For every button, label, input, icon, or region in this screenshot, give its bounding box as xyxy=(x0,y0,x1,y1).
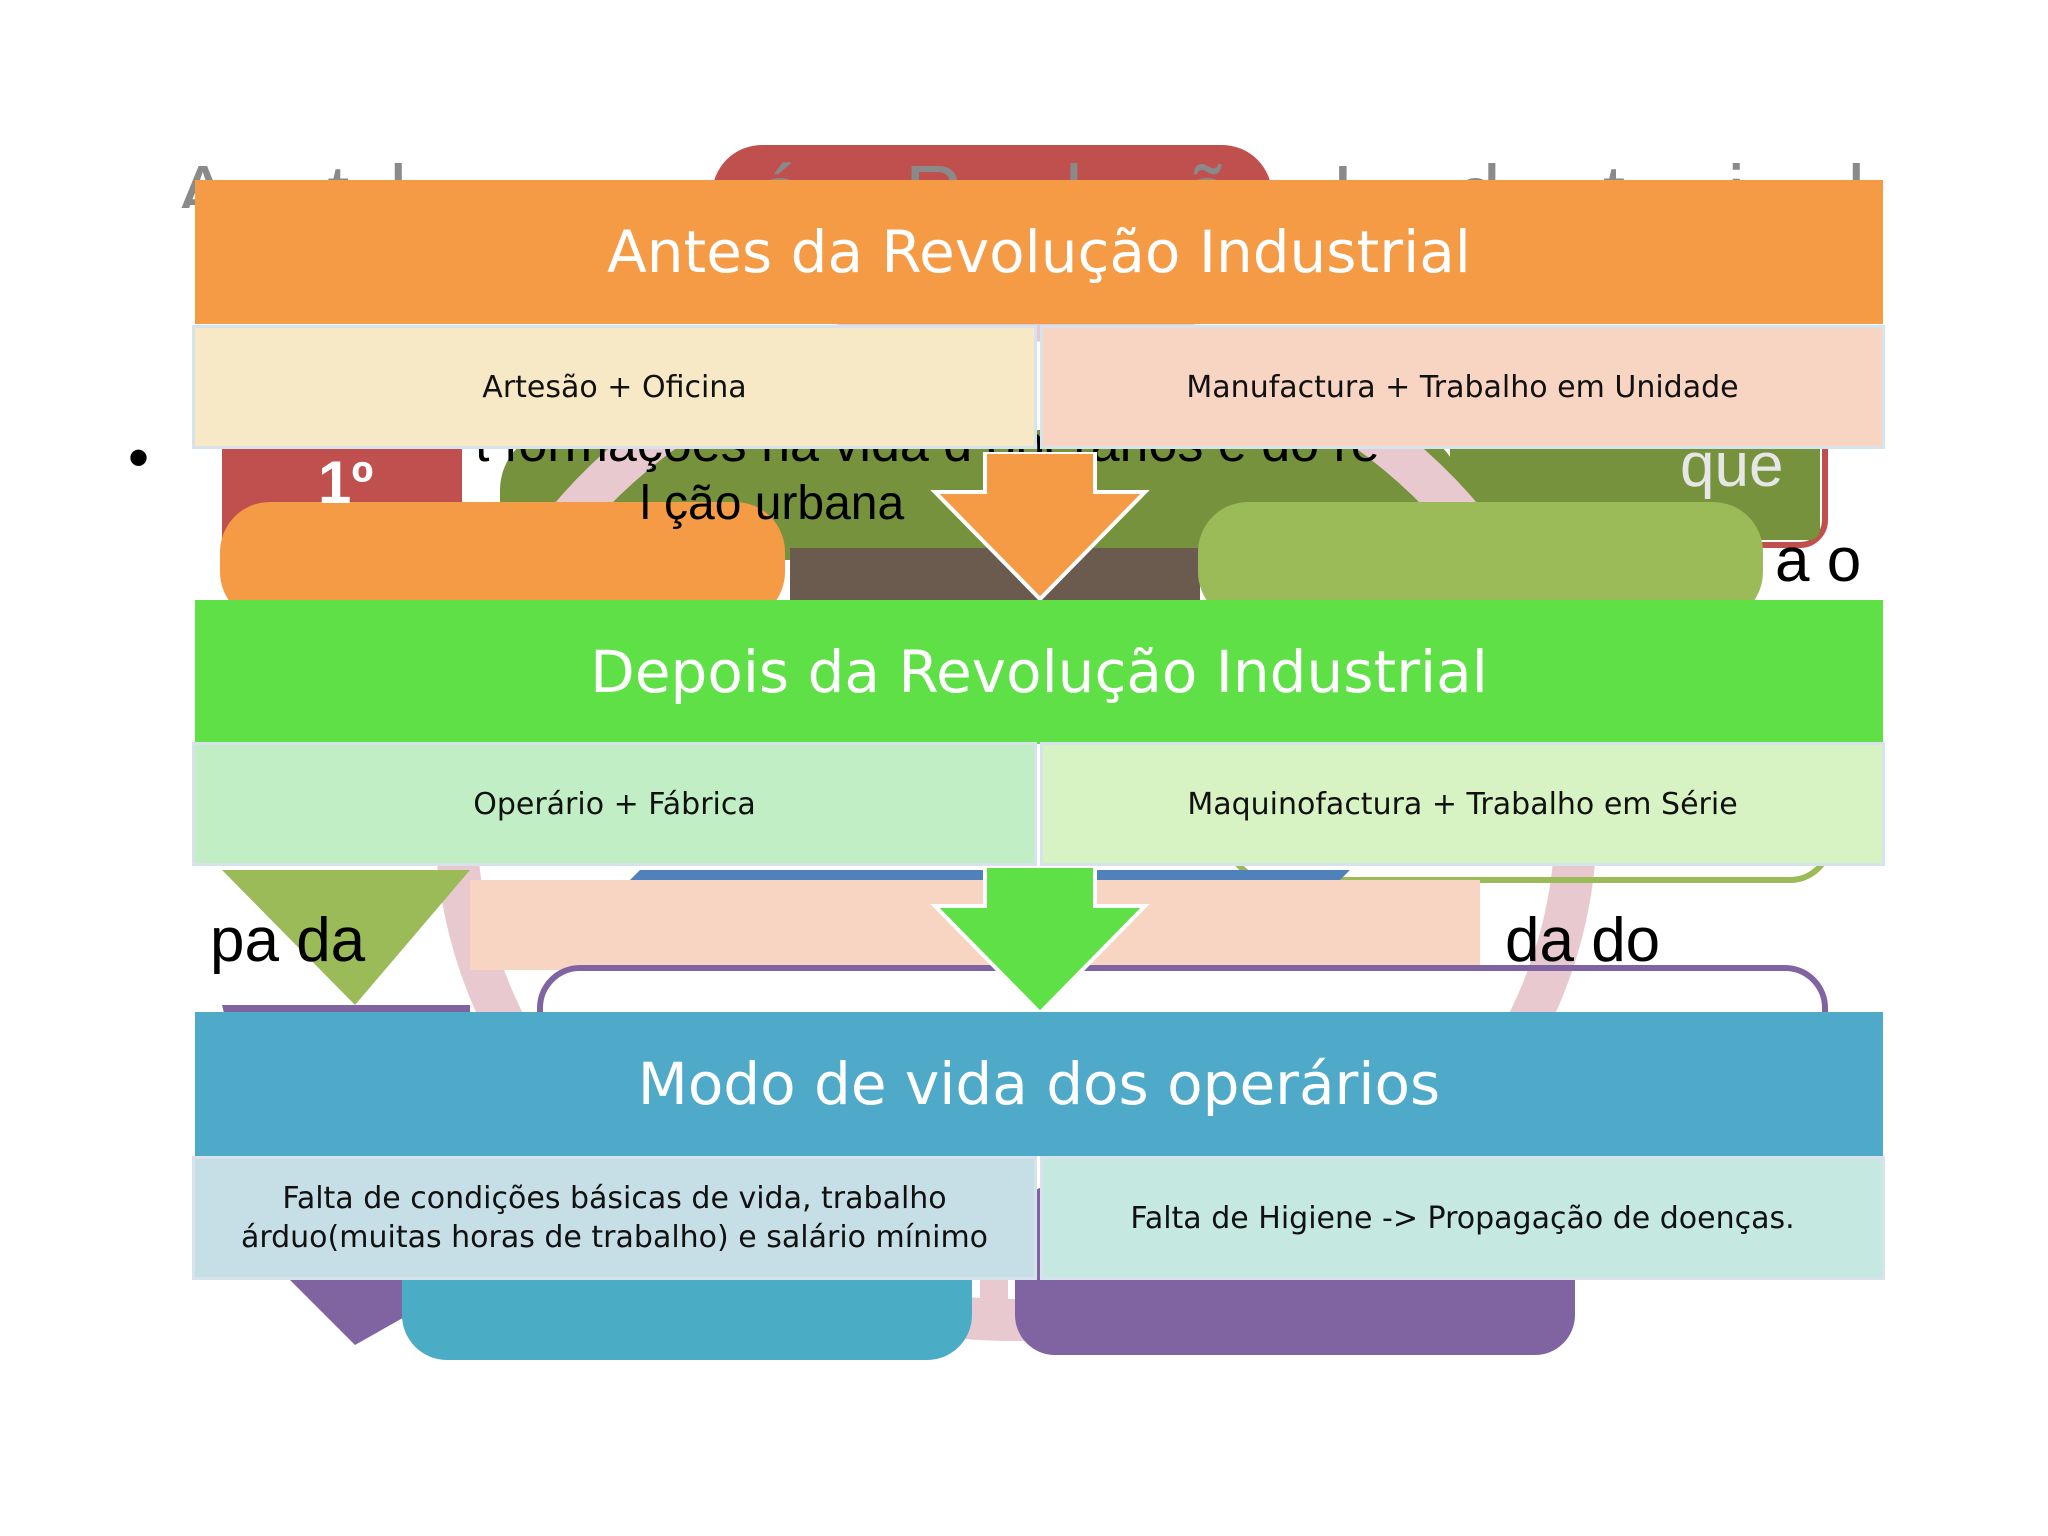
cell-operario-fabrica: Operário + Fábrica xyxy=(192,742,1037,866)
background-fragment-text: pa da xyxy=(210,906,366,975)
cell-maquinofactura: Maquinofactura + Trabalho em Série xyxy=(1040,742,1885,866)
cell-falta-condicoes: Falta de condições básicas de vida, trab… xyxy=(192,1156,1037,1280)
background-fragment-number: 1º xyxy=(318,449,374,516)
cell-artesao-oficina: Artesão + Oficina xyxy=(192,325,1037,449)
background-fragment-text: a o xyxy=(1775,526,1862,595)
cell-manufactura: Manufactura + Trabalho em Unidade xyxy=(1040,325,1885,449)
background-fragment-text: da do xyxy=(1505,906,1661,975)
section-header-after: Depois da Revolução Industrial xyxy=(195,600,1883,744)
down-arrow-1 xyxy=(930,452,1150,602)
down-arrow-2 xyxy=(930,866,1150,1016)
section-header-modo-de-vida: Modo de vida dos operários xyxy=(195,1012,1883,1156)
cell-falta-higiene: Falta de Higiene -> Propagação de doença… xyxy=(1040,1156,1885,1280)
section-header-before: Antes da Revolução Industrial xyxy=(195,180,1883,324)
background-fragment-text: l ção urbana xyxy=(640,477,905,530)
bullet: • xyxy=(128,424,150,491)
